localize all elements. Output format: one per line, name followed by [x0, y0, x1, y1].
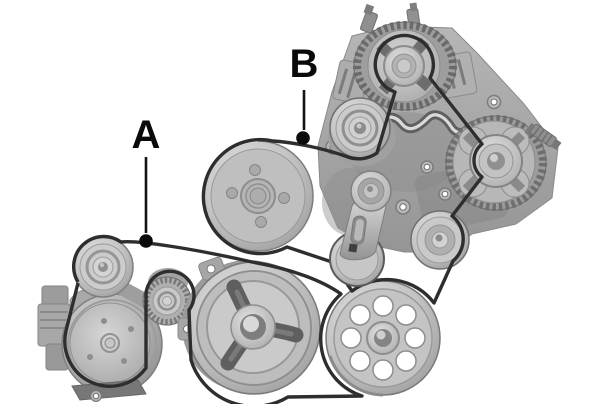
compressor-fins	[40, 311, 68, 329]
callout-a-dot	[139, 234, 153, 248]
idler-pulley-upper	[328, 97, 396, 166]
crankshaft-pulley	[325, 280, 441, 397]
ac-compressor	[37, 280, 163, 402]
drive-belts	[63, 33, 484, 404]
crank-lightening-holes	[340, 295, 426, 381]
idler-pulley-right	[410, 210, 470, 270]
alternator-teeth	[445, 115, 547, 211]
callout-a: A	[132, 113, 161, 248]
alternator-teeth	[353, 21, 457, 111]
top-alternator	[332, 2, 478, 111]
belt-lower	[63, 234, 364, 404]
callout-b-label: B	[290, 42, 319, 86]
callout-b: B	[290, 42, 319, 145]
callout-a-label: A	[132, 113, 161, 157]
tensioner-square-drive	[348, 243, 358, 253]
belt-tensioner	[329, 170, 392, 287]
water-pump-pulley	[177, 256, 321, 395]
belt-upper	[201, 33, 484, 305]
large-pulley	[202, 139, 314, 252]
rim-shade	[328, 355, 384, 397]
alternator-terminal-stud	[524, 122, 562, 151]
callout-b-dot	[296, 131, 310, 145]
compressor-bracket-block	[41, 285, 69, 307]
